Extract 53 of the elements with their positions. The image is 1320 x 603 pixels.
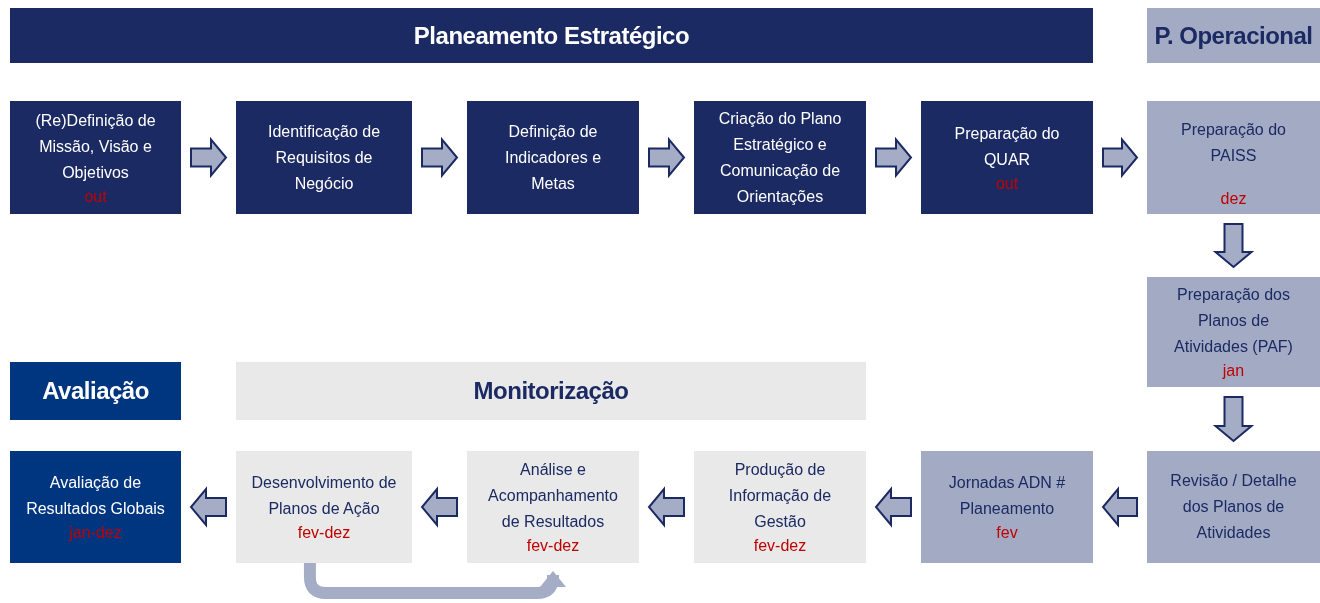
process-box — [1147, 101, 1320, 214]
month-label: fev-dez — [526, 536, 580, 556]
block-arrow — [874, 486, 912, 528]
block-arrow — [190, 136, 228, 179]
step-label: Análise e Acompanhamento de Resultados — [487, 460, 619, 532]
block-arrow — [421, 136, 459, 179]
block-arrow — [1101, 486, 1138, 528]
month-label: out — [995, 173, 1019, 194]
month-label: jan — [1222, 361, 1245, 381]
process-box — [921, 451, 1093, 563]
month-label: fev-dez — [753, 536, 807, 556]
process-box — [236, 451, 412, 563]
month-label: out — [84, 186, 107, 207]
step-label: Revisão / Detalhe dos Planos de Atividades — [1169, 471, 1298, 543]
step-label: Preparação dos Planos de Atividades (PAF) — [1173, 285, 1294, 357]
section-header — [1147, 8, 1320, 63]
process-box — [10, 451, 181, 563]
section-title: P. Operacional — [1154, 21, 1313, 50]
block-arrow — [648, 136, 686, 179]
month-label: dez — [1220, 189, 1247, 209]
month-label: fev-dez — [297, 523, 351, 543]
month-label: jan-dez — [69, 523, 122, 543]
block-arrow — [420, 486, 458, 528]
step-label: Avaliação de Resultados Globais — [25, 473, 166, 519]
curved-arrow — [303, 563, 566, 599]
section-title: Avaliação — [42, 377, 149, 405]
step-label: Desenvolvimento de Planos de Ação — [250, 473, 398, 519]
section-title: Planeamento Estratégico — [413, 21, 690, 50]
step-label: Identificação de Requisitos de Negócio — [266, 121, 382, 194]
step-label: Criação do Plano Estratégico e Comunicação de Orientações — [717, 108, 843, 207]
process-box — [467, 101, 639, 214]
block-arrow — [1102, 136, 1139, 179]
process-box — [1147, 277, 1320, 387]
block-arrow — [1212, 223, 1255, 269]
step-label: Preparação do PAISS — [1180, 120, 1287, 166]
process-box — [10, 101, 181, 214]
step-label: Produção de Informação de Gestão — [727, 460, 833, 532]
step-label: Definição de Indicadores e Metas — [503, 121, 603, 194]
section-title: Monitorização — [473, 377, 629, 405]
section-header — [10, 362, 181, 420]
step-label: Preparação do QUAR — [953, 123, 1061, 170]
step-label: (Re)Definição de Missão, Visão e Objetivos — [34, 110, 157, 183]
block-arrow — [1212, 396, 1255, 443]
month-label: fev — [996, 523, 1018, 543]
process-box — [694, 101, 866, 214]
process-box — [1147, 451, 1320, 563]
process-box — [921, 101, 1093, 214]
block-arrow — [875, 136, 913, 179]
block-arrow — [189, 486, 227, 528]
step-label: Jornadas ADN # Planeamento — [947, 473, 1067, 519]
block-arrow — [647, 486, 685, 528]
section-header — [10, 8, 1093, 63]
process-box — [236, 101, 412, 214]
